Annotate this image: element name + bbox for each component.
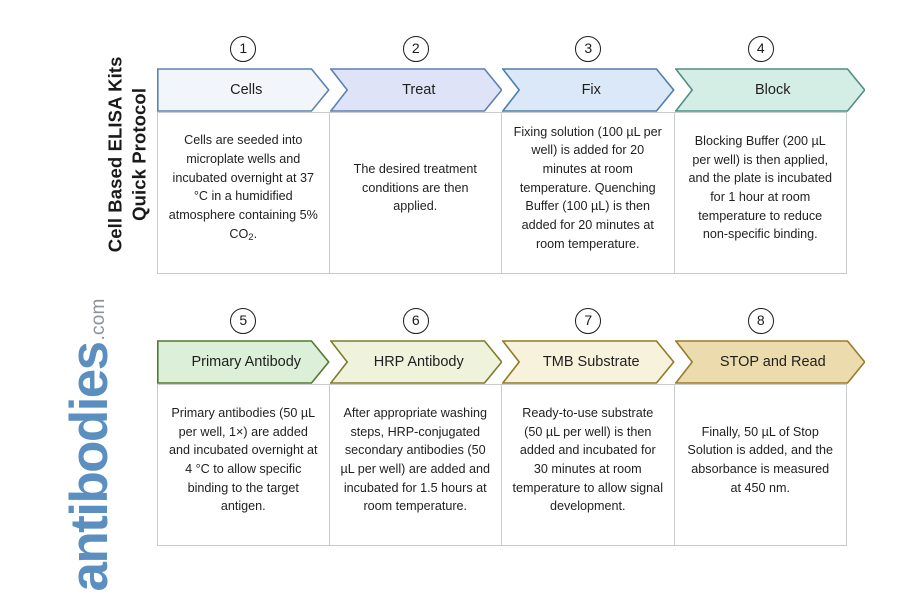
step-number-badge: 4 <box>747 36 774 62</box>
step-description-text: The desired treatment conditions are the… <box>353 162 477 214</box>
step-chevron[interactable]: TMB Substrate <box>502 340 675 384</box>
antibodies-logo[interactable]: antibodies .com <box>45 298 119 591</box>
page-title-line-1: Cell Based ELISA Kits <box>104 56 126 253</box>
step-description-text: Blocking Buffer (200 µL per well) is the… <box>688 134 833 242</box>
logo-tld: .com <box>88 298 109 341</box>
logo-wordmark: antibodies <box>59 342 119 592</box>
left-rail: Cell Based ELISA Kits Quick Protocol ant… <box>0 0 150 594</box>
chevron-shape <box>674 68 865 112</box>
step-description-text: Primary antibodies (50 µL per well, 1×) … <box>169 406 318 514</box>
step-label: Primary Antibody <box>191 354 302 370</box>
step-number-badge: 5 <box>230 308 257 334</box>
step-label: HRP Antibody <box>373 354 464 370</box>
step-label: Treat <box>402 82 436 98</box>
step-description-text: Fixing solution (100 µL per well) is add… <box>513 124 662 251</box>
step-body-bar: Cells are seeded into microplate wells a… <box>157 112 847 274</box>
chevron-shape <box>157 68 330 112</box>
step-description-cell: The desired treatment conditions are the… <box>329 112 502 274</box>
step-description-text: Finally, 50 µL of Stop Solution is added… <box>687 424 834 495</box>
step-number-badge: 3 <box>575 36 602 62</box>
step-label: Fix <box>581 82 601 98</box>
step-number-badge: 7 <box>575 308 602 334</box>
step-chevron[interactable]: Treat <box>329 68 502 112</box>
step-number-badge: 6 <box>402 308 429 334</box>
step-description-cell: Blocking Buffer (200 µL per well) is the… <box>674 112 847 274</box>
step-header-bar: Primary Antibody HRP Antibody TMB Substrat… <box>157 340 865 384</box>
chevron-shape <box>674 340 865 384</box>
step-description-cell: Ready-to-use substrate (50 µL per well) … <box>502 384 675 546</box>
step-number-bar: 5 6 7 8 <box>157 304 847 340</box>
step-description-cell: Cells are seeded into microplate wells a… <box>157 112 330 274</box>
step-number-bar: 1 2 3 4 <box>157 32 847 68</box>
chevron-shape <box>329 68 502 112</box>
step-label: STOP and Read <box>719 354 826 370</box>
step-body-bar: Primary antibodies (50 µL per well, 1×) … <box>157 384 847 546</box>
step-header-bar: Cells Treat Fix Block <box>157 68 865 112</box>
step-label: Block <box>755 82 791 98</box>
step-chevron[interactable]: Block <box>674 68 865 112</box>
step-label: TMB Substrate <box>542 354 640 370</box>
step-number-badge: 2 <box>402 36 429 62</box>
step-number-badge: 1 <box>230 36 257 62</box>
step-chevron[interactable]: Primary Antibody <box>157 340 330 384</box>
step-description-cell: Primary antibodies (50 µL per well, 1×) … <box>157 384 330 546</box>
step-description-text: After appropriate washing steps, HRP-con… <box>340 406 491 514</box>
step-chevron[interactable]: Cells <box>157 68 330 112</box>
step-number-badge: 8 <box>747 308 774 334</box>
chevron-shape <box>329 340 502 384</box>
step-description-cell: Fixing solution (100 µL per well) is add… <box>502 112 675 274</box>
step-description-text: Ready-to-use substrate (50 µL per well) … <box>512 406 663 514</box>
chevron-shape <box>502 68 675 112</box>
chevron-shape <box>502 340 675 384</box>
step-chevron[interactable]: Fix <box>502 68 675 112</box>
chevron-shape <box>157 340 330 384</box>
step-description-cell: After appropriate washing steps, HRP-con… <box>329 384 502 546</box>
step-chevron[interactable]: STOP and Read <box>674 340 865 384</box>
step-chevron[interactable]: HRP Antibody <box>329 340 502 384</box>
page-title-line-2: Quick Protocol <box>129 87 150 221</box>
step-description-cell: Finally, 50 µL of Stop Solution is added… <box>674 384 847 546</box>
step-description-text: Cells are seeded into microplate wells a… <box>168 133 318 243</box>
step-label: Cells <box>230 82 263 98</box>
page-title: Cell Based ELISA Kits Quick Protocol <box>104 4 153 304</box>
